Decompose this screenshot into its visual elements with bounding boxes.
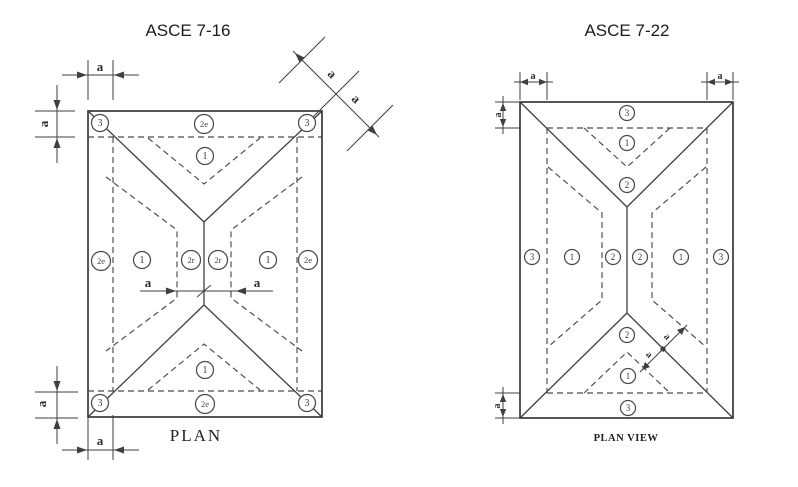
zone-badge-label: 1	[203, 151, 208, 162]
right-diagram-title: ASCE 7-22	[584, 21, 669, 40]
zone-badge-circle	[90, 250, 112, 272]
zone-badge-circle	[193, 113, 215, 135]
zone-badge-circle	[194, 393, 216, 415]
zone-badge-label: 2r	[214, 255, 221, 265]
dimension-label-a: a	[643, 349, 654, 360]
zone-badge-circle	[523, 248, 541, 266]
zone-badge-label: 2	[625, 330, 630, 340]
zone-badge-circle	[619, 399, 637, 417]
zone-badge-circle	[618, 134, 636, 152]
left-top-face-boundary	[147, 137, 261, 185]
zone-badge-circle	[90, 113, 110, 133]
zone-badge-circle	[618, 326, 636, 344]
zone-badge-label: 2e	[201, 399, 209, 409]
right-zone-badges: 3 1 2 3 1 2 2 1 3 2 1 3	[523, 104, 730, 417]
dimension-label-a: a	[531, 71, 536, 82]
zone-badge-circle	[258, 250, 278, 270]
zone-badge-circle	[207, 249, 229, 271]
dimension-label-a: a	[661, 331, 672, 342]
zone-badge-label: 1	[626, 371, 631, 381]
zone-badge-label: 3	[530, 252, 535, 262]
left-bottom-face-boundary	[147, 343, 261, 391]
zone-badge-circle	[712, 248, 730, 266]
zone-badge-circle	[619, 367, 637, 385]
right-dimension-ticks	[495, 72, 734, 419]
dimension-label-a: a	[349, 91, 365, 107]
right-hip-and-ridge-lines	[519, 101, 734, 419]
dimension-label-a: a	[493, 113, 504, 118]
zone-badge-circle	[132, 250, 152, 270]
asce-7-16-diagram: ASCE 7-16 3 2e 3 1 2e 1 2r 2r 1 2e 1 3	[34, 21, 394, 460]
left-dimension-arrows	[53, 53, 377, 454]
zone-badge-label: 3	[98, 398, 103, 409]
dimension-label-a: a	[325, 66, 341, 82]
dimension-label-a: a	[718, 71, 723, 82]
zone-badge-label: 3	[98, 118, 103, 129]
zone-badge-label: 1	[570, 252, 575, 262]
zone-badge-circle	[195, 146, 215, 166]
zone-badge-circle	[618, 176, 636, 194]
zone-badge-label: 2	[611, 252, 616, 262]
right-east-face-boundary	[651, 166, 707, 348]
zone-badge-circle	[297, 249, 319, 271]
dimension-label-a: a	[97, 59, 104, 74]
dimension-label-a: a	[254, 275, 261, 290]
zone-badge-circle	[90, 393, 110, 413]
zone-badge-circle	[631, 248, 649, 266]
dimension-label-a: a	[36, 120, 51, 127]
left-east-face-boundary	[230, 176, 303, 352]
zone-badge-label: 1	[266, 255, 271, 266]
zone-badge-circle	[180, 249, 202, 271]
dimension-label-a: a	[492, 404, 503, 409]
zone-badge-label: 2	[638, 252, 643, 262]
left-diagram-caption: PLAN	[170, 426, 222, 445]
zone-badge-label: 3	[719, 252, 724, 262]
zone-badge-label: 1	[203, 365, 208, 376]
dimension-label-a: a	[145, 275, 152, 290]
zone-badge-circle	[618, 104, 636, 122]
zone-badge-circle	[297, 113, 317, 133]
zone-badge-label: 2r	[187, 255, 194, 265]
zone-badge-label: 1	[140, 255, 145, 266]
zone-badge-circle	[195, 360, 215, 380]
right-roof-outline	[519, 101, 734, 419]
left-hip-and-ridge-lines	[87, 110, 323, 418]
zone-badge-label: 2e	[97, 256, 105, 266]
zone-badge-label: 3	[305, 398, 310, 409]
left-west-face-boundary	[105, 176, 178, 352]
zone-badge-label: 2	[625, 180, 630, 190]
zone-badge-circle	[672, 248, 690, 266]
dimension-label-a: a	[97, 433, 104, 448]
left-dimension-lines	[56, 74, 273, 451]
dimension-label-a: a	[34, 400, 49, 407]
zone-badge-label: 3	[305, 118, 310, 129]
zone-badge-circle	[604, 248, 622, 266]
left-roof-outline	[87, 110, 323, 418]
right-dimension-lines	[502, 81, 739, 424]
right-zone-boundary-offsets	[546, 127, 708, 394]
right-dimension-arrows	[499, 78, 733, 417]
right-diagram-caption: PLAN VIEW	[594, 433, 659, 444]
zone-badge-label: 1	[625, 138, 630, 148]
left-zone-badges: 3 2e 3 1 2e 1 2r 2r 1 2e 1 3 2e 3	[90, 113, 319, 415]
zone-badge-label: 2e	[304, 255, 312, 265]
left-diagram-title: ASCE 7-16	[145, 21, 230, 40]
right-west-face-boundary	[547, 166, 603, 348]
zone-badge-circle	[297, 393, 317, 413]
left-zone-boundary-offsets	[88, 136, 322, 392]
zone-badge-label: 2e	[200, 119, 208, 129]
zone-badge-label: 3	[626, 403, 631, 413]
zone-badge-label: 1	[679, 252, 684, 262]
zone-badge-circle	[563, 248, 581, 266]
zone-badge-label: 3	[625, 108, 630, 118]
